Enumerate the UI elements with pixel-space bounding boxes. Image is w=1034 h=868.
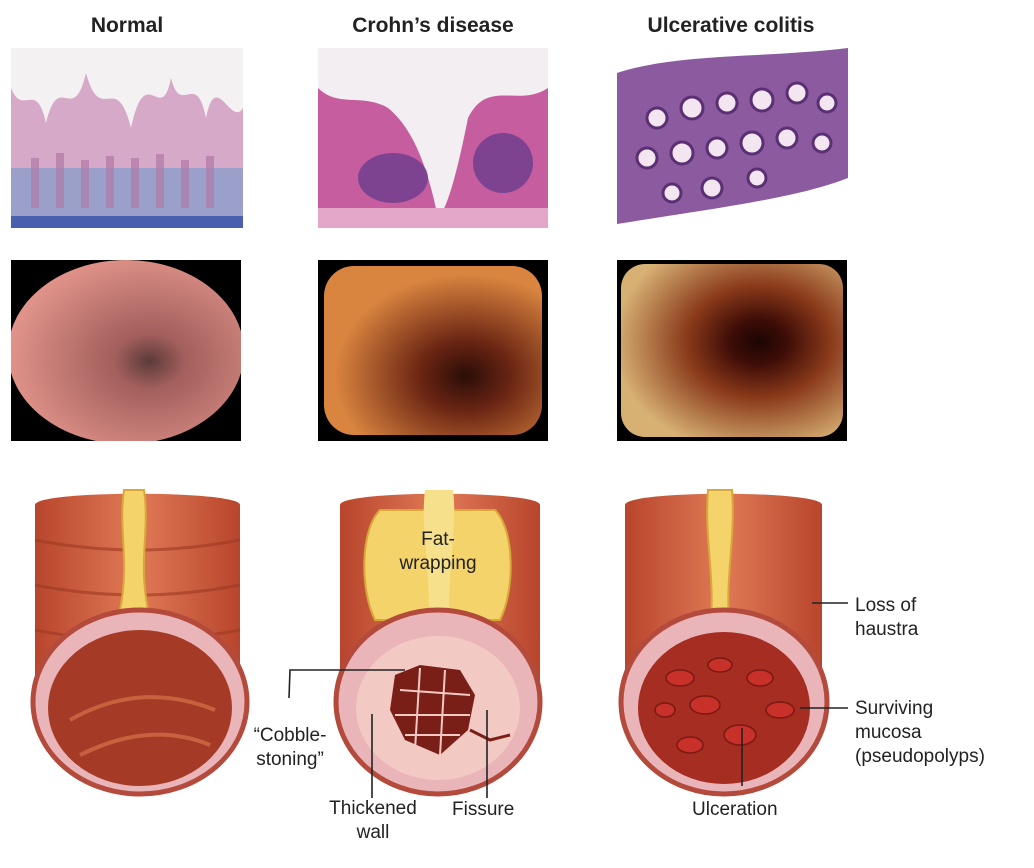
label-fissure: Fissure	[452, 799, 515, 820]
histology-normal	[11, 48, 243, 228]
histology-ulcerative-colitis	[617, 48, 848, 224]
endoscopy-normal	[11, 260, 241, 441]
colon-illustrations	[30, 489, 848, 798]
endoscopy-ulcerative-colitis	[617, 260, 847, 441]
colon-ulcerative-colitis	[618, 489, 830, 797]
colon-crohns	[333, 490, 543, 797]
label-cobblestoning: “Cobble-stoning”	[253, 725, 327, 770]
histology-crohns	[318, 48, 548, 228]
label-ulceration: Ulceration	[692, 799, 778, 820]
colon-normal	[30, 489, 250, 797]
leader-lines	[288, 602, 848, 798]
heading-crohns: Crohn’s disease	[352, 14, 514, 37]
label-fat-wrapping: Fat-wrapping	[399, 529, 477, 574]
heading-normal: Normal	[90, 14, 164, 37]
endoscopy-crohns	[318, 260, 548, 441]
heading-ulcerative-colitis: Ulcerative colitis	[647, 14, 815, 37]
